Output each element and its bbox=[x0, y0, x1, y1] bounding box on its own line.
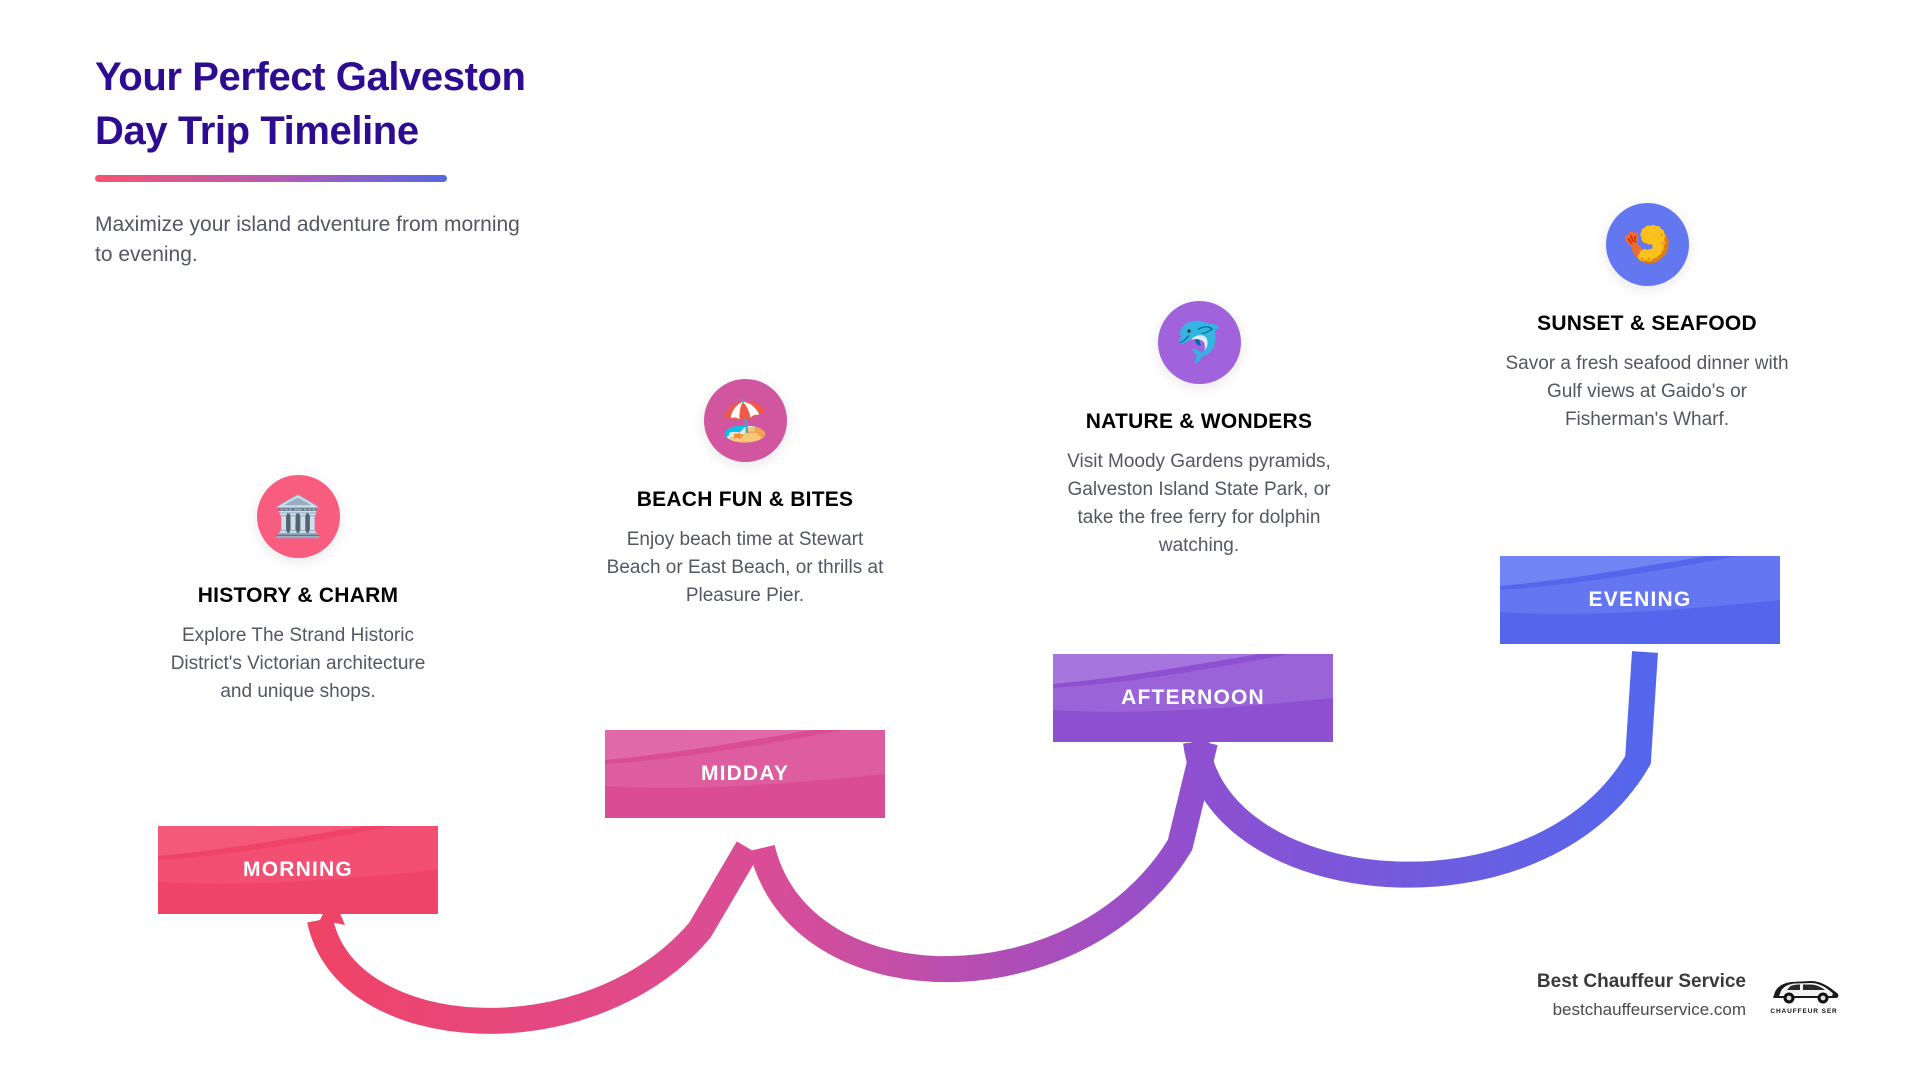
car-icon bbox=[1773, 980, 1839, 1003]
connector-afternoon-evening bbox=[1183, 651, 1658, 888]
header-block: Your Perfect Galveston Day Trip Timeline… bbox=[95, 50, 655, 269]
stage-title-midday: BEACH FUN & BITES bbox=[636, 488, 854, 511]
logo-wordmark: CHAUFFEUR SER bbox=[1770, 1007, 1838, 1015]
timeline-stage-afternoon: 🐬 NATURE & WONDERS Visit Moody Gardens p… bbox=[1044, 301, 1354, 560]
brand-name: Best Chauffeur Service bbox=[1536, 971, 1746, 992]
timeline-stage-midday: 🏖️ BEACH FUN & BITES Enjoy beach time at… bbox=[590, 379, 900, 610]
ribbon-morning[interactable]: MORNING bbox=[158, 826, 438, 914]
shrimp-glyph: 🍤 bbox=[1622, 222, 1672, 267]
stage-description-evening: Savor a fresh seafood dinner with Gulf v… bbox=[1505, 353, 1789, 431]
dolphin-glyph: 🐬 bbox=[1174, 320, 1224, 365]
dolphin-icon: 🐬 bbox=[1157, 301, 1241, 384]
ribbon-afternoon[interactable]: AFTERNOON bbox=[1053, 654, 1333, 742]
page-title-line-2: Day Trip Timeline bbox=[95, 109, 419, 154]
beach-umbrella-icon: 🏖️ bbox=[703, 379, 787, 462]
stage-description-midday: Enjoy beach time at Stewart Beach or Eas… bbox=[606, 529, 884, 607]
shrimp-icon: 🍤 bbox=[1605, 203, 1689, 286]
page-title-line-1: Your Perfect Galveston bbox=[95, 55, 526, 99]
timeline-stage-morning: 🏛️ HISTORY & CHARM Explore The Strand Hi… bbox=[143, 475, 453, 706]
classical-building-icon: 🏛️ bbox=[256, 475, 340, 558]
gradient-divider bbox=[95, 174, 447, 182]
stage-title-afternoon: NATURE & WONDERS bbox=[1085, 410, 1313, 433]
classical-building-glyph: 🏛️ bbox=[273, 494, 323, 539]
ribbon-label-midday: MIDDAY bbox=[700, 762, 790, 785]
ribbon-label-evening: EVENING bbox=[1588, 588, 1692, 611]
stage-title-evening: SUNSET & SEAFOOD bbox=[1537, 312, 1757, 335]
page-title: Your Perfect Galveston Day Trip Timeline bbox=[95, 50, 655, 159]
stage-description-morning: Explore The Strand Historic District's V… bbox=[170, 625, 426, 703]
brand-url[interactable]: bestchauffeurservice.com bbox=[1552, 999, 1746, 1019]
brand-text-block: Best Chauffeur Service bestchauffeurserv… bbox=[1537, 968, 1746, 1022]
beach-umbrella-glyph: 🏖️ bbox=[720, 398, 770, 443]
stage-title-morning: HISTORY & CHARM bbox=[197, 584, 399, 607]
brand-footer: Best Chauffeur Service bestchauffeurserv… bbox=[1537, 968, 1842, 1022]
connector-midday-afternoon bbox=[749, 738, 1218, 983]
ribbon-midday[interactable]: MIDDAY bbox=[605, 730, 885, 818]
ribbon-evening[interactable]: EVENING bbox=[1500, 556, 1780, 644]
chauffeur-car-logo: CHAUFFEUR SER bbox=[1766, 971, 1842, 1019]
ribbon-label-afternoon: AFTERNOON bbox=[1121, 686, 1265, 709]
stage-description-afternoon: Visit Moody Gardens pyramids, Galveston … bbox=[1067, 451, 1331, 557]
ribbon-label-morning: MORNING bbox=[243, 858, 353, 881]
connector-morning-midday bbox=[307, 841, 760, 1034]
timeline-stage-evening: 🍤 SUNSET & SEAFOOD Savor a fresh seafood… bbox=[1492, 203, 1802, 434]
page-subtitle: Maximize your island adventure from morn… bbox=[95, 212, 520, 266]
